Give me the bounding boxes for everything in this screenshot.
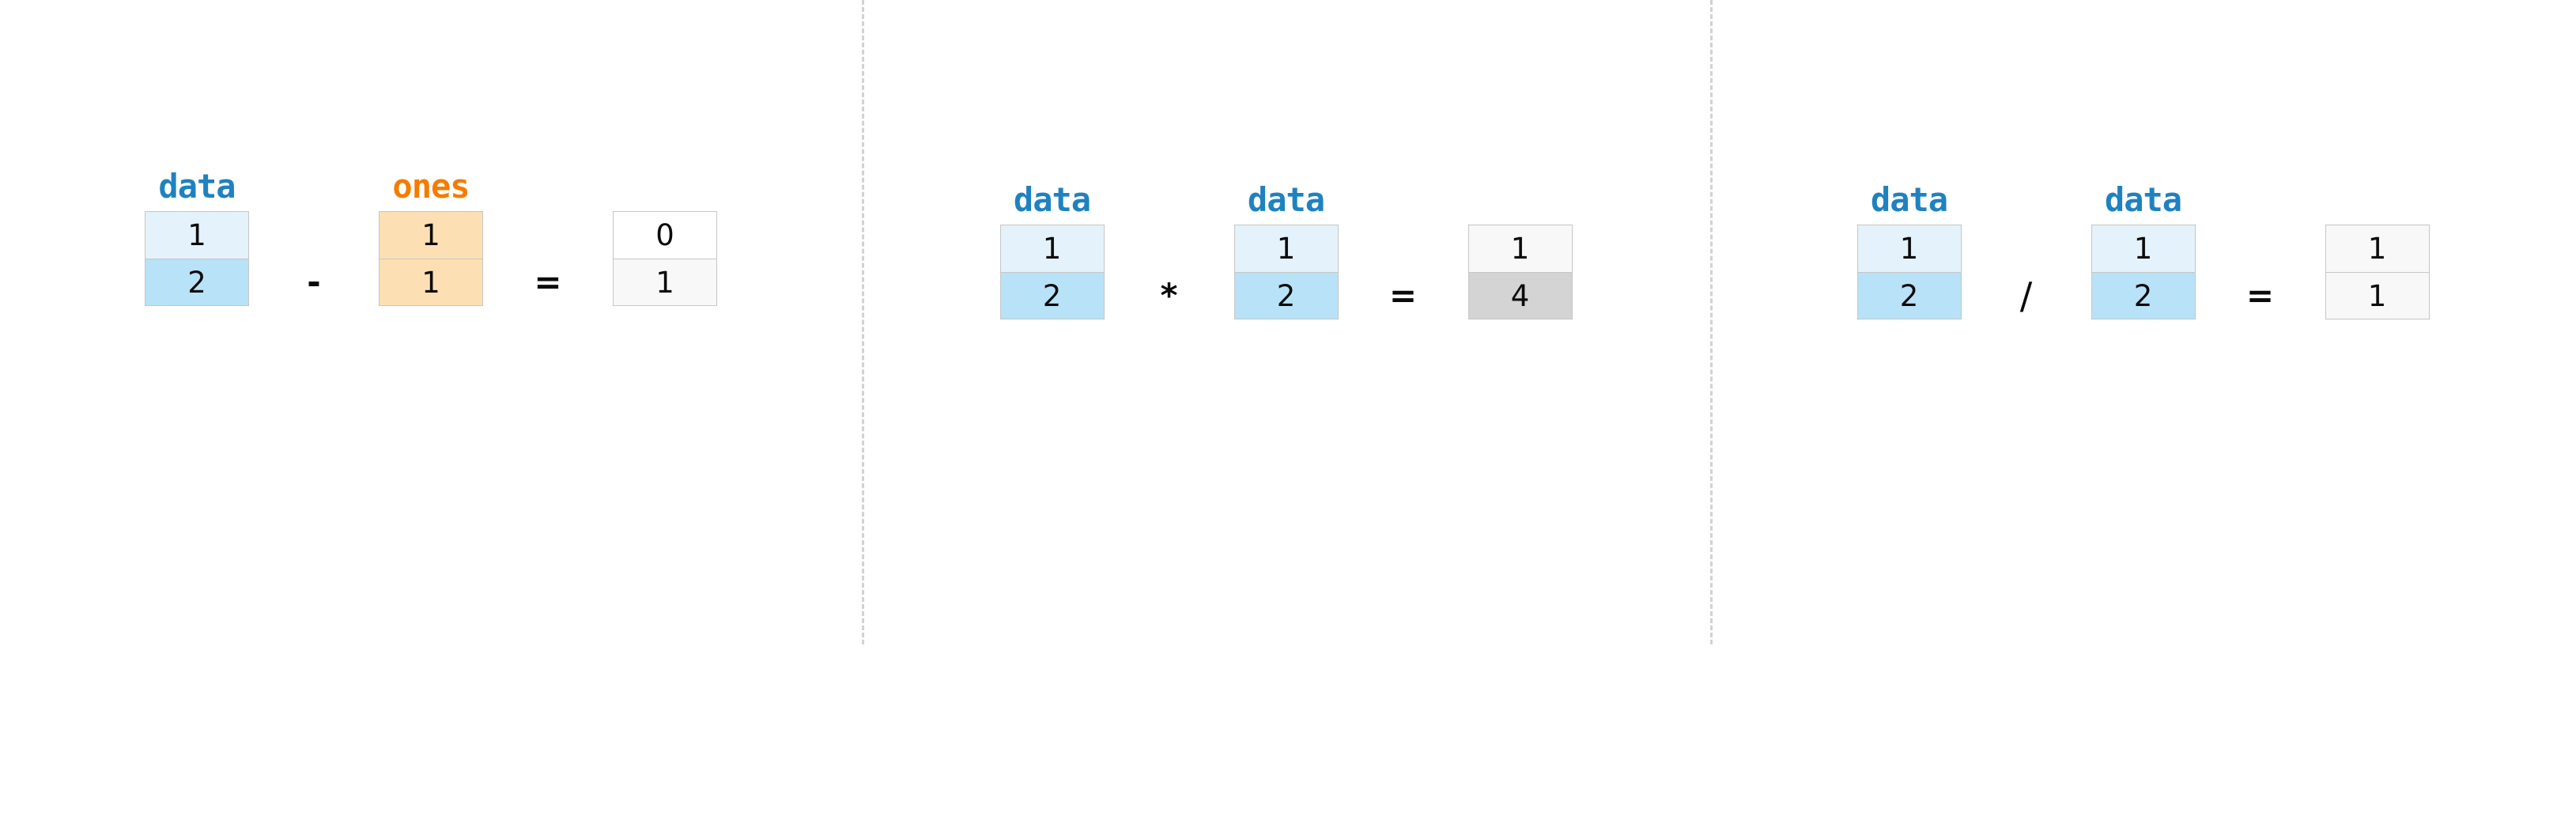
operator-equals: = [534, 263, 562, 301]
array-cell: 1 [2091, 225, 2195, 272]
array-cell: 2 [145, 259, 248, 305]
panel-division: data 1 2 / data 1 2 = 1 1 [1710, 0, 2576, 820]
operand-label-data-right-p2: data [1247, 180, 1325, 219]
array-cell: 2 [1857, 272, 1961, 319]
operand-data-right-p3: data 1 2 [2091, 176, 2196, 319]
array-result-p3: 1 1 [2325, 225, 2430, 319]
result-p2: 1 4 [1467, 176, 1573, 319]
array-cell: 1 [614, 259, 716, 305]
operand-data-p1: data 1 2 [145, 162, 249, 306]
panel-multiplication: data 1 2 * data 1 2 = 1 4 [862, 0, 1710, 820]
operand-label-ones-p1: ones [392, 167, 470, 206]
panel-separator-2 [1710, 0, 1713, 644]
operand-data-left-p3: data 1 2 [1856, 176, 1962, 319]
operand-label-data-p1: data [158, 167, 236, 206]
panel-subtraction: data 1 2 - ones 1 1 = 0 1 [0, 0, 862, 807]
operator-equals: = [1388, 276, 1418, 315]
operator-multiply: * [1160, 276, 1178, 315]
operand-data-right-p2: data 1 2 [1233, 176, 1339, 319]
array-cell: 1 [380, 212, 482, 259]
array-cell: 2 [1000, 272, 1104, 319]
array-cell: 1 [1468, 225, 1572, 272]
panel-separator-1 [862, 0, 864, 644]
array-data-left-p3: 1 2 [1856, 225, 1962, 319]
array-ones-p1: 1 1 [379, 211, 483, 306]
array-cell: 1 [1857, 225, 1961, 272]
operator-equals: = [2246, 276, 2275, 315]
array-data-left-p2: 1 2 [999, 225, 1105, 319]
result-p1: 0 1 [613, 162, 717, 306]
array-data-p1: 1 2 [145, 211, 249, 306]
array-cell: 1 [380, 259, 482, 305]
array-cell: 1 [2325, 272, 2429, 319]
array-data-right-p2: 1 2 [1233, 225, 1339, 319]
operand-ones-p1: ones 1 1 [379, 162, 483, 306]
operand-data-left-p2: data 1 2 [999, 176, 1105, 319]
result-p3: 1 1 [2325, 176, 2430, 319]
array-cell: 2 [2091, 272, 2195, 319]
array-cell: 1 [2325, 225, 2429, 272]
operator-minus: - [307, 263, 321, 301]
array-cell: 1 [1234, 225, 1338, 272]
operand-label-data-left-p3: data [1870, 180, 1948, 219]
array-cell: 2 [1234, 272, 1338, 319]
array-result-p2: 1 4 [1467, 225, 1573, 319]
diagram-canvas: data 1 2 - ones 1 1 = 0 1 [145, 0, 2430, 644]
array-cell: 1 [1000, 225, 1104, 272]
array-data-right-p3: 1 2 [2091, 225, 2196, 319]
array-result-p1: 0 1 [613, 211, 717, 306]
operand-label-data-left-p2: data [1013, 180, 1091, 219]
operand-label-data-right-p3: data [2104, 180, 2182, 219]
array-cell: 4 [1468, 272, 1572, 319]
array-cell: 1 [145, 212, 248, 259]
operator-divide: / [2019, 274, 2033, 317]
array-cell: 0 [614, 212, 716, 259]
